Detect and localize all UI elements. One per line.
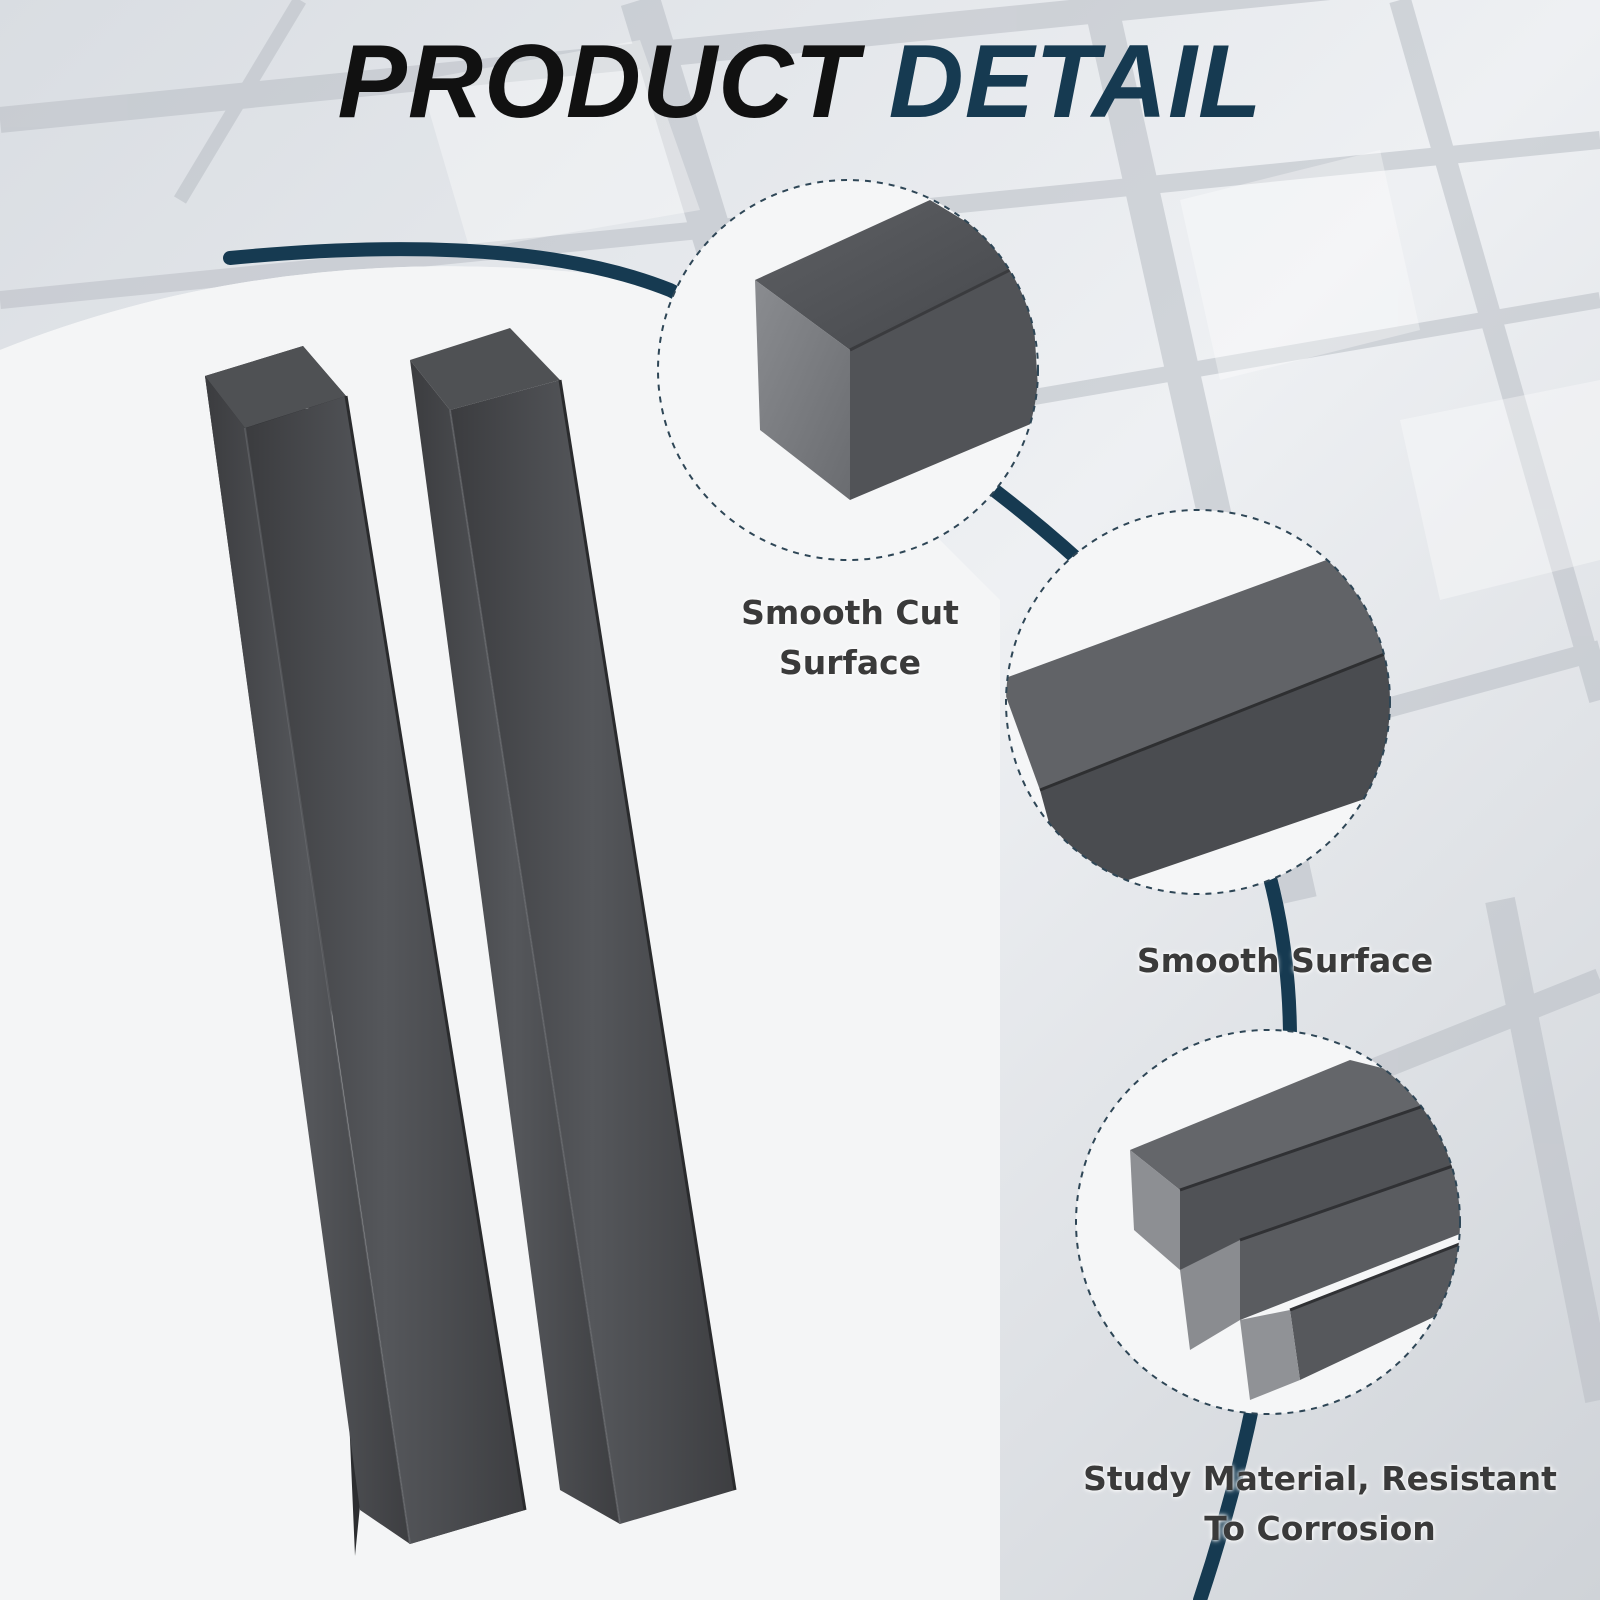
page-title: PRODUCT DETAIL bbox=[0, 30, 1600, 134]
detail-circle-surface bbox=[1005, 509, 1391, 895]
title-word-detail: DETAIL bbox=[888, 24, 1263, 140]
detail-circle-material bbox=[1075, 1029, 1461, 1415]
caption-line: Study Material, Resistant bbox=[1083, 1459, 1557, 1498]
steel-bar-left bbox=[205, 346, 527, 1556]
steel-bar-right bbox=[410, 328, 737, 1525]
callout-caption-material: Study Material, Resistant To Corrosion bbox=[1040, 1454, 1600, 1553]
caption-line: Smooth Cut bbox=[741, 593, 959, 632]
caption-line: Smooth Surface bbox=[1136, 941, 1434, 980]
caption-line: Surface bbox=[778, 642, 922, 682]
title-word-product: PRODUCT bbox=[337, 24, 859, 140]
callout-caption-cut-surface: Smooth Cut Surface bbox=[680, 588, 1020, 687]
caption-line: To Corrosion bbox=[1204, 1508, 1436, 1548]
detail-circle-cut-surface bbox=[657, 179, 1039, 561]
callout-caption-surface: Smooth Surface bbox=[1090, 936, 1480, 986]
